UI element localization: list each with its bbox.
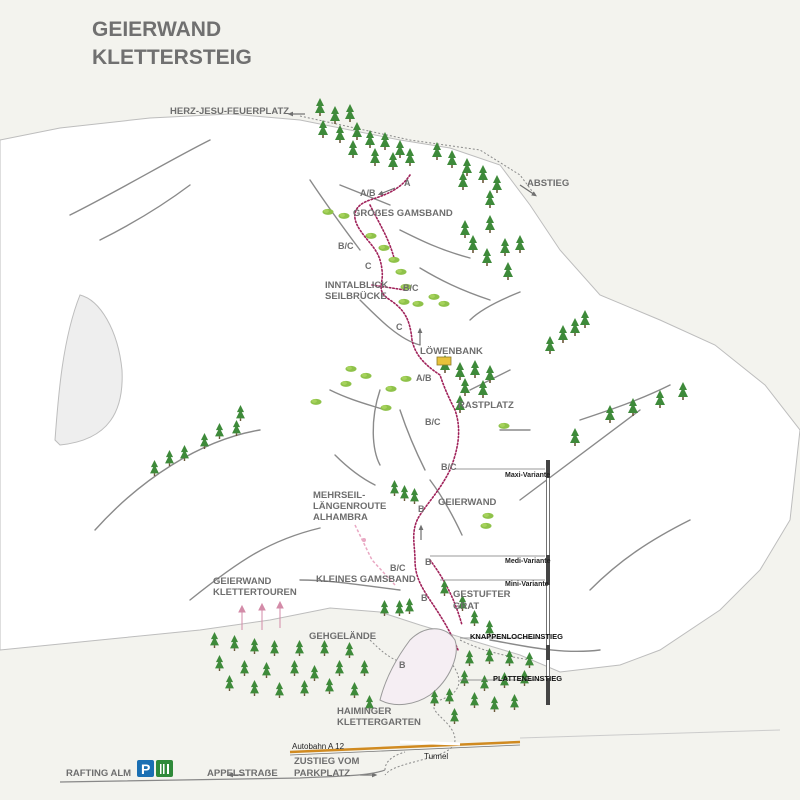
seilbruecke-label: SEILBRÜCKE: [325, 291, 387, 302]
maxi-variante-label: Maxi-Variante: [505, 472, 550, 479]
roads: [59, 729, 781, 783]
rafting-alm-label: RAFTING ALM: [66, 768, 131, 779]
grade-label: A: [404, 178, 411, 188]
via-ferrata-route: [354, 174, 463, 651]
mountain-area: [0, 113, 800, 673]
grade-label: B/C: [441, 462, 457, 472]
abstieg-label: ABSTIEG: [527, 178, 569, 189]
gehgelaende-label: GEHGELÄNDE: [309, 631, 376, 642]
mehrseil-label-3: ALHAMBRA: [313, 512, 368, 523]
medi-variante-label: Medi-Variante: [505, 558, 551, 565]
grade-label: B: [421, 593, 428, 603]
klettergarten-label-1: HAIMINGER: [337, 706, 392, 717]
knappenloch-label: KNAPPENLOCHEINSTIEG: [470, 632, 563, 641]
bench-icon: [436, 356, 452, 366]
herz-jesu-label: HERZ-JESU-FEUERPLATZ: [170, 106, 289, 117]
zustieg-label-2: PARKPLATZ: [294, 768, 350, 779]
klettertouren-label-1: GEIERWAND: [213, 576, 272, 587]
mehrseil-label-1: MEHRSEIL-: [313, 490, 365, 501]
direction-arrows: [227, 111, 537, 778]
alhambra-point: [362, 538, 366, 542]
geierwand-label: GEIERWAND: [438, 497, 497, 508]
grade-label: B/C: [425, 417, 441, 427]
grade-label: B: [399, 660, 406, 670]
kleines-gamsband-label: KLEINES GAMSBAND: [316, 574, 416, 585]
autobahn-label: Autobahn A 12: [292, 742, 345, 751]
grade-label: C: [365, 261, 372, 271]
klettergarten-area: [379, 628, 457, 706]
alhambra-route-line: [354, 524, 396, 586]
tunnel-label: Tunnel: [424, 752, 448, 761]
grade-label: B/C: [403, 283, 419, 293]
grade-label: B: [425, 557, 432, 567]
grade-label: B/C: [390, 563, 406, 573]
grade-label: A/B: [416, 373, 432, 383]
map-title: GEIERWAND: [92, 18, 221, 41]
mehrseil-label-2: LÄNGENROUTE: [313, 501, 386, 512]
platteneinstieg-label: PLATTENEINSTIEG: [493, 674, 562, 683]
restaurant-icon: [156, 760, 173, 777]
parking-icon: P: [137, 760, 154, 777]
grade-label: B/C: [338, 241, 354, 251]
rock-face-shape: [54, 294, 123, 446]
rastplatz-label: RASTPLATZ: [458, 400, 514, 411]
route-variants-legend: [430, 460, 550, 705]
gestufter-label-1: GESTUFTER: [453, 589, 511, 600]
grade-label: A/B: [360, 188, 376, 198]
inntalblick-label: INNTALBLICK: [325, 280, 388, 291]
grade-label: C: [396, 322, 403, 332]
klettergarten-label-2: KLETTERGARTEN: [337, 717, 421, 728]
terrain-lines: [69, 139, 691, 653]
grade-label: B: [418, 504, 425, 514]
grosses-gamsband-label: GROẞES GAMSBAND: [353, 208, 453, 219]
loewenbank-label: LÖWENBANK: [420, 346, 483, 357]
zustieg-label-1: ZUSTIEG VOM: [294, 756, 360, 767]
gestufter-label-2: GRAT: [453, 601, 479, 612]
mini-variante-label: Mini-Variante: [505, 581, 549, 588]
klettertouren-label-2: KLETTERTOUREN: [213, 587, 297, 598]
klettertouren-arrows: [238, 600, 284, 630]
map-subtitle: KLETTERSTEIG: [92, 46, 252, 69]
appelstrasse-label: APPELSTRAẞE: [207, 768, 278, 779]
parking-letter: P: [141, 761, 150, 777]
